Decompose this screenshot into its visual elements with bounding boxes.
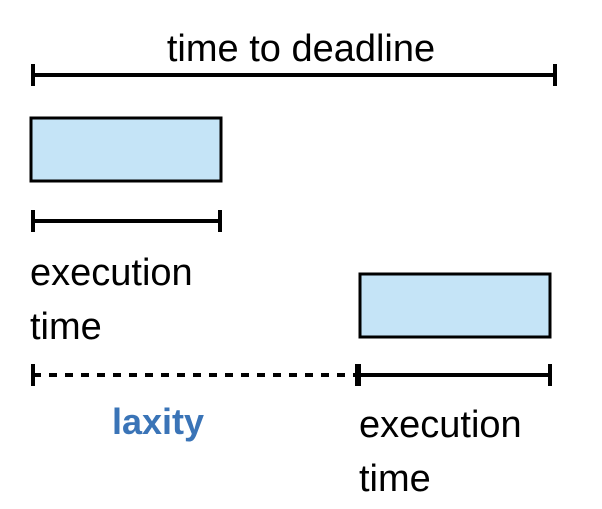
execution-2-line1: execution <box>359 404 522 446</box>
execution-bracket-1 <box>31 210 222 232</box>
execution-2-line2: time <box>359 458 431 500</box>
execution-box-1 <box>29 116 223 183</box>
diagram-title: time to deadline <box>166 28 436 70</box>
execution-box-2 <box>358 272 552 339</box>
laxity-label: laxity <box>112 401 205 442</box>
deadline-bracket <box>31 64 557 86</box>
laxity-bracket <box>31 364 357 386</box>
execution-time-label-2: execution time <box>359 398 522 506</box>
execution-1-line2: time <box>30 306 102 348</box>
execution-bracket-2 <box>355 364 552 386</box>
execution-time-label-1: execution time <box>30 246 193 354</box>
execution-1-line1: execution <box>30 252 193 294</box>
